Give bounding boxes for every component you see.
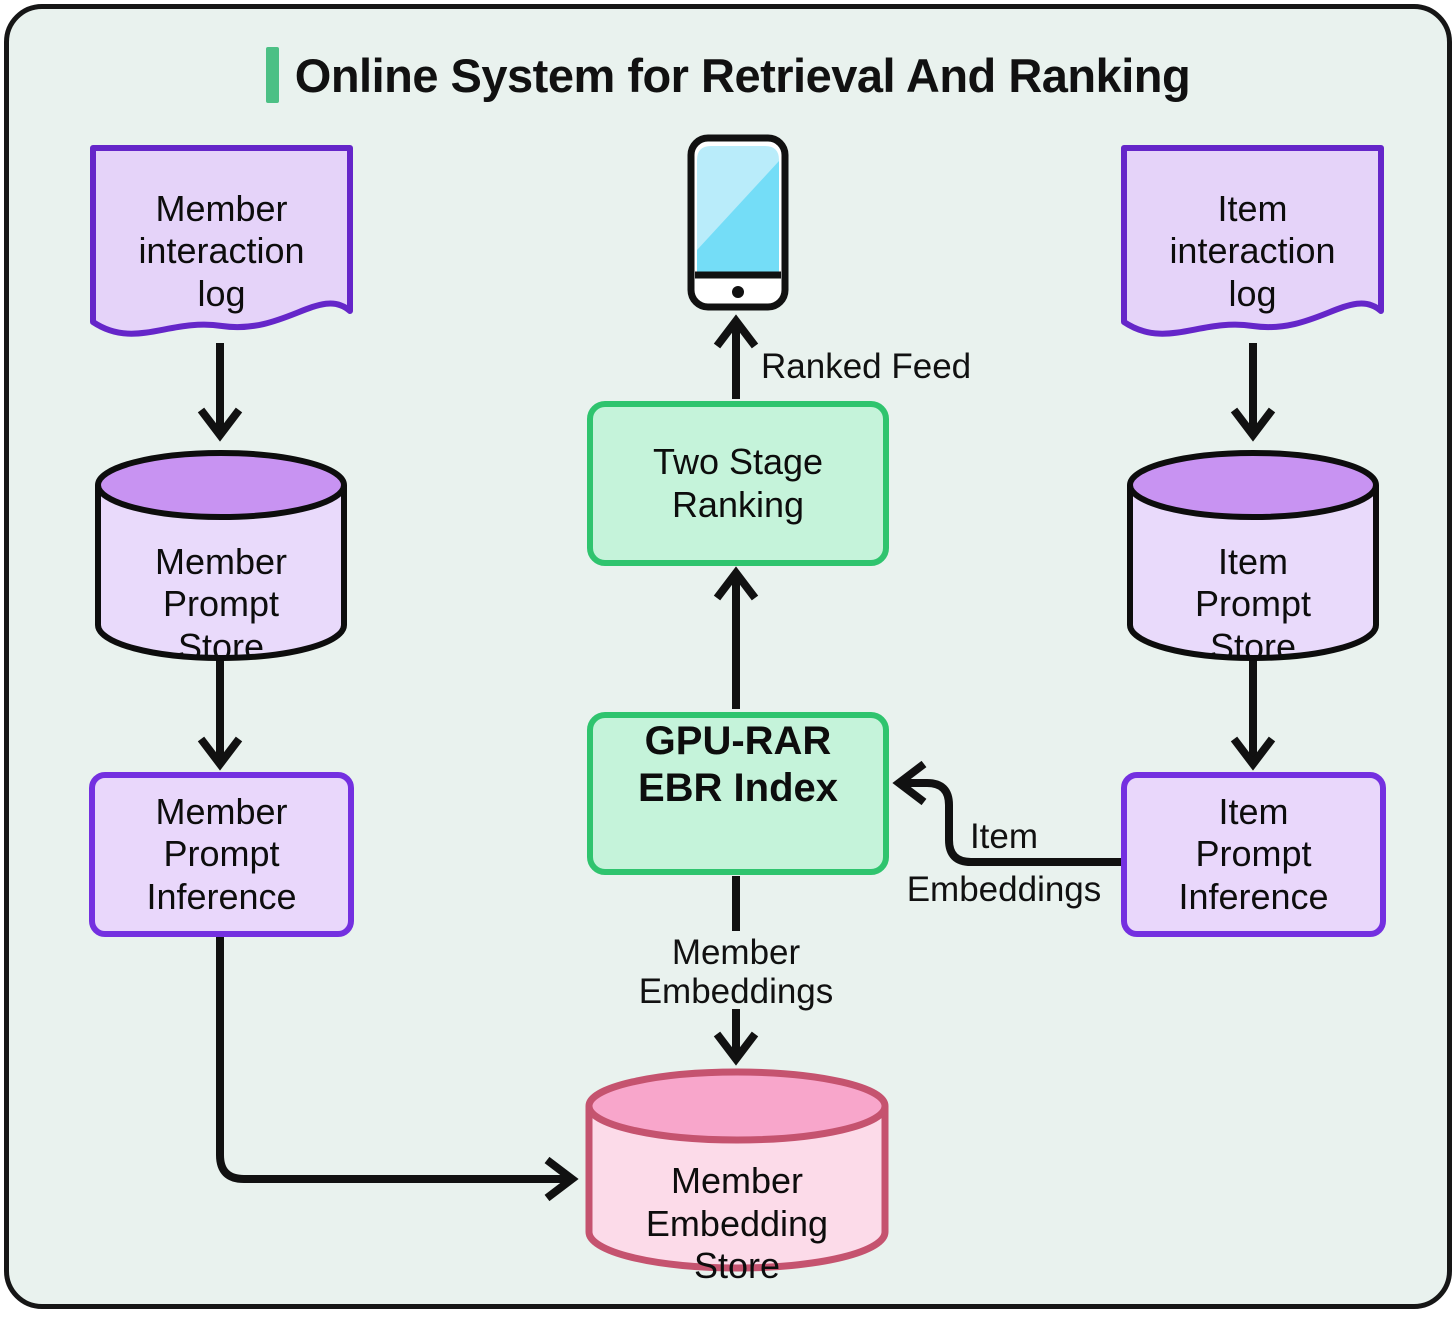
edge-label-ranked-feed: Ranked Feed <box>761 347 972 386</box>
node-item-prompt-inference: Item Prompt Inference <box>1121 772 1386 937</box>
database-cylinder-shape <box>1127 450 1379 661</box>
node-label: GPU-RAR EBR Index <box>637 719 839 811</box>
node-label: Member Prompt Inference <box>146 790 297 917</box>
diagram-canvas: Online System for Retrieval And Ranking … <box>4 4 1452 1309</box>
node-label: Member interaction log <box>138 187 305 314</box>
database-cylinder-shape <box>585 1068 889 1272</box>
page-title: Online System for Retrieval And Ranking <box>294 48 1191 102</box>
node-label: Item Prompt Inference <box>1178 790 1329 917</box>
title-accent-bar <box>265 47 279 103</box>
node-label: Item Prompt Store <box>1194 540 1312 667</box>
smartphone-shape <box>687 134 789 311</box>
edge-label-member-embeddings: Member Embeddings <box>638 933 834 1012</box>
node-member-prompt-store: Member Prompt Store <box>93 449 349 667</box>
document-shape <box>90 145 353 337</box>
edge-label-item-embeddings-line2: Embeddings <box>906 870 1102 909</box>
node-label: Member Embedding Store <box>645 1160 829 1287</box>
smartphone-icon <box>687 134 789 311</box>
node-member-interaction-log: Member interaction log <box>89 144 354 359</box>
diagram-title-bar: Online System for Retrieval And Ranking <box>9 47 1447 103</box>
node-two-stage-ranking: Two Stage Ranking <box>587 401 889 566</box>
document-shape <box>1121 145 1384 337</box>
node-member-embedding-store: Member Embedding Store <box>584 1066 890 1286</box>
node-label: Member Prompt Store <box>154 540 288 667</box>
node-member-prompt-inference: Member Prompt Inference <box>89 772 354 937</box>
node-label: Two Stage Ranking <box>652 441 824 525</box>
node-item-interaction-log: Item interaction log <box>1120 144 1385 359</box>
node-item-prompt-store: Item Prompt Store <box>1125 449 1381 667</box>
node-gpu-rar-ebr-index: GPU-RAR EBR Index <box>587 712 889 875</box>
edge-label-item-embeddings-line1: Item <box>969 817 1039 856</box>
database-cylinder-shape <box>95 450 347 661</box>
node-label: Item interaction log <box>1169 187 1336 314</box>
